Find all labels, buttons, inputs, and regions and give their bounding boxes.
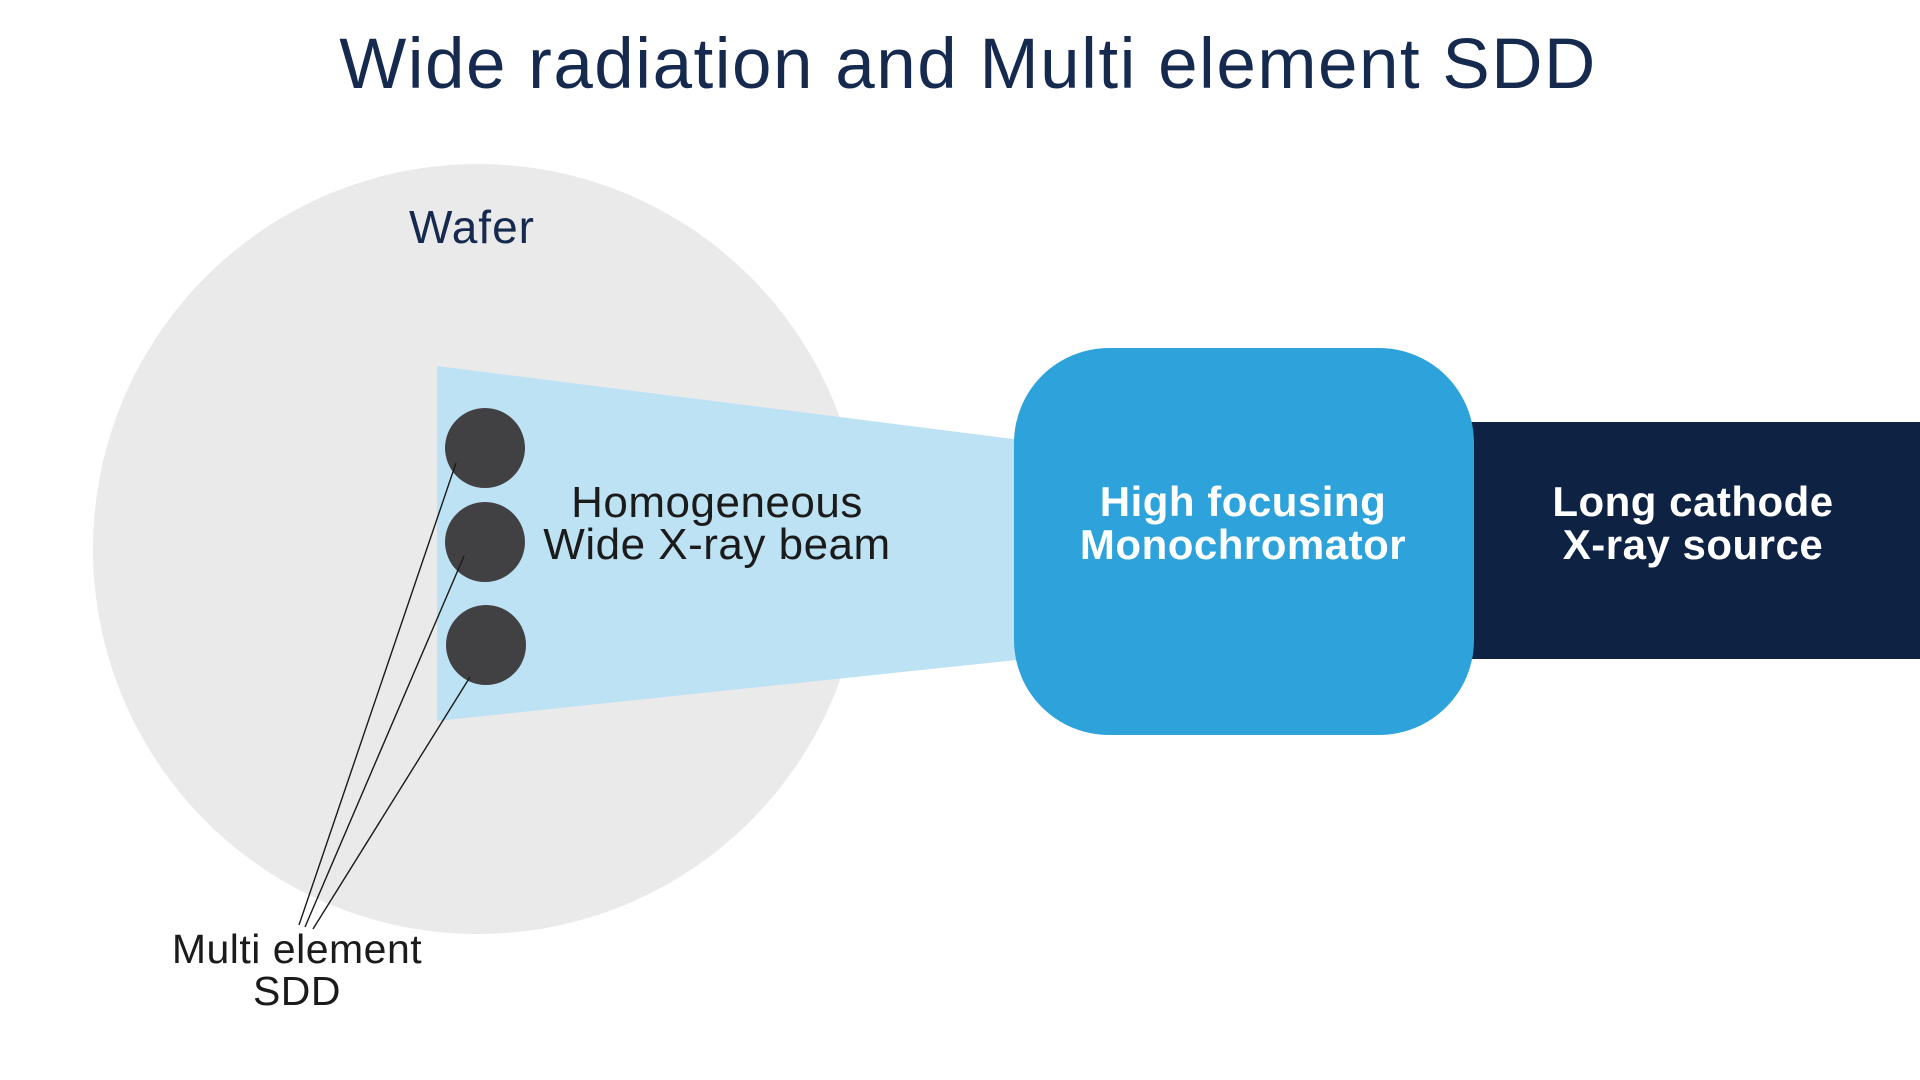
sdd-detector-dot-1	[445, 408, 525, 488]
diagram-title: Wide radiation and Multi element SDD	[339, 25, 1597, 104]
sdd-detector-dot-3	[446, 605, 526, 685]
sdd-detector-dot-2	[445, 502, 525, 582]
sdd-pointer-line-2	[304, 555, 465, 928]
wafer-label: Wafer	[409, 201, 535, 253]
beam-label-line1: Homogeneous	[571, 478, 863, 527]
beam-label-line2: Wide X-ray beam	[543, 520, 890, 569]
sdd-label-line2: SDD	[253, 968, 341, 1014]
monochromator-label-line2: Monochromator	[1080, 521, 1406, 568]
xray-source-label-line2: X-ray source	[1563, 521, 1823, 568]
monochromator-label-line1: High focusing	[1100, 478, 1386, 525]
sdd-pointer-line-3	[312, 676, 471, 930]
xray-source-label-line1: Long cathode	[1552, 478, 1833, 525]
sdd-pointer-line-1	[298, 462, 457, 926]
xray-source-block	[1467, 422, 1920, 659]
monochromator-block	[1014, 348, 1474, 735]
sdd-label-line1: Multi element	[172, 926, 422, 972]
xray-beam-shape	[437, 366, 1045, 721]
